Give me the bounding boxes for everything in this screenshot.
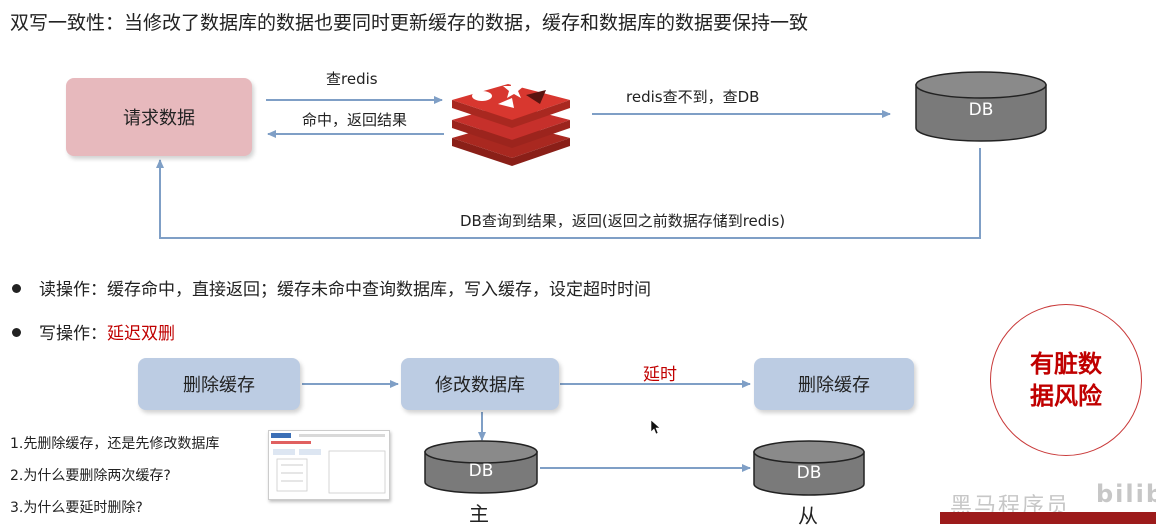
dirty-risk-line-1: 有脏数 <box>1030 350 1102 378</box>
db-master-label: DB <box>468 461 494 481</box>
question-3: 3.为什么要延时删除? <box>10 500 143 516</box>
bullet-dot <box>12 283 21 293</box>
question-1: 1.先删除缓存，还是先修改数据库 <box>10 436 220 452</box>
thumbnail-preview-icon <box>271 433 386 494</box>
dirty-risk-line-2: 据风险 <box>1030 382 1102 410</box>
write-operation-text: 写操作： <box>39 324 107 344</box>
bullet-read-operation: 读操作：缓存命中，直接返回；缓存未命中查询数据库，写入缓存，设定超时时间 <box>12 275 651 300</box>
page-title: 双写一致性：当修改了数据库的数据也要同时更新缓存的数据，缓存和数据库的数据要保持… <box>10 12 809 34</box>
master-caption: 主 <box>469 502 489 526</box>
db-cylinder-slave <box>753 440 865 496</box>
bullet-write-operation: 写操作：延迟双删 <box>12 319 175 344</box>
mouse-cursor-icon <box>650 419 661 435</box>
label-hit-return: 命中，返回结果 <box>302 111 408 129</box>
bullet-dot <box>12 327 21 337</box>
db-cylinder-top <box>915 71 1047 142</box>
modify-database-box: 修改数据库 <box>401 358 559 410</box>
delete-cache-box-1: 删除缓存 <box>138 358 300 410</box>
db-cylinder-master <box>424 440 538 494</box>
db-top-label: DB <box>968 100 994 120</box>
slide-thumbnail <box>268 430 390 500</box>
label-query-redis: 查redis <box>326 70 378 88</box>
label-db-return: DB查询到结果，返回(返回之前数据存储到redis) <box>460 212 786 230</box>
bottom-banner <box>940 512 1156 524</box>
db-slave-label: DB <box>796 463 822 483</box>
arrow-db-return-loop <box>156 148 981 239</box>
dirty-data-risk-badge: 有脏数 据风险 <box>990 304 1142 456</box>
watermark-site-logo: bilibili <box>1096 480 1156 508</box>
slave-caption: 从 <box>798 504 818 528</box>
read-operation-text: 读操作：缓存命中，直接返回；缓存未命中查询数据库，写入缓存，设定超时时间 <box>39 280 651 300</box>
question-2: 2.为什么要删除两次缓存? <box>10 468 171 484</box>
delay-label: 延时 <box>643 365 677 385</box>
request-data-box: 请求数据 <box>66 78 252 156</box>
label-miss-query-db: redis查不到，查DB <box>626 88 760 106</box>
delete-cache-box-2: 删除缓存 <box>754 358 914 410</box>
redis-logo-icon <box>452 80 570 166</box>
write-operation-highlight: 延迟双删 <box>107 324 175 344</box>
